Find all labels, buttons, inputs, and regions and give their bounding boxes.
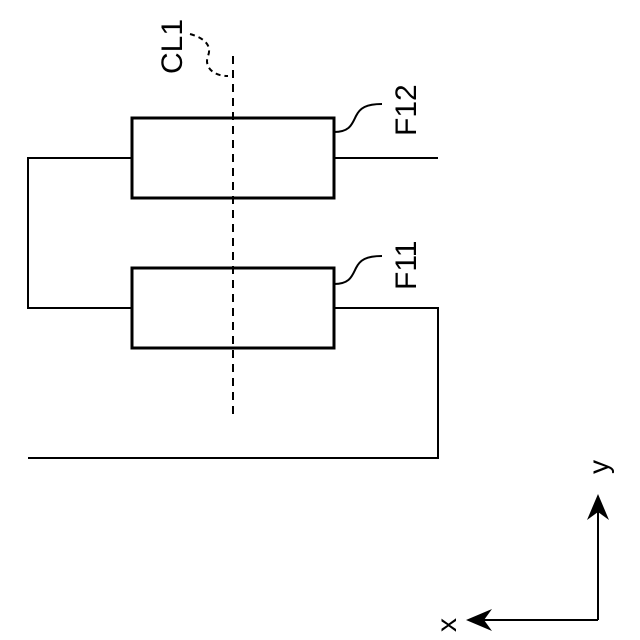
label-f12: F12: [390, 84, 423, 136]
leader-f12: [334, 104, 382, 132]
axis-x-label: x: [431, 618, 462, 632]
axis-y-label: y: [583, 460, 614, 474]
label-cl1: CL1: [156, 19, 189, 74]
leader-f11: [334, 256, 382, 284]
wire-left-loop: [28, 158, 132, 308]
leader-cl1: [190, 34, 228, 76]
label-f11: F11: [390, 241, 423, 290]
